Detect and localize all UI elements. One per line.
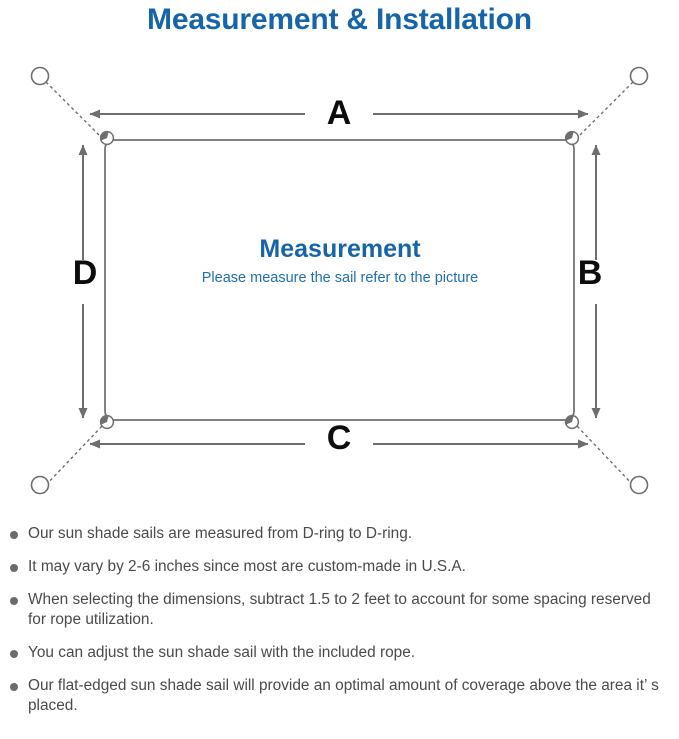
sail-outline xyxy=(104,139,575,421)
diagram-svg xyxy=(30,66,649,495)
d-ring-fill-bottom-right xyxy=(565,416,574,425)
note-item: When selecting the dimensions, subtract … xyxy=(0,590,679,630)
page-title: Measurement & Installation xyxy=(147,3,532,36)
rope-bottom-left xyxy=(45,424,104,486)
dimension-label-d: D xyxy=(72,254,98,292)
measurement-caption-title: Measurement xyxy=(259,235,421,263)
note-item: You can adjust the sun shade sail with t… xyxy=(0,643,679,663)
note-item: It may vary by 2-6 inches since most are… xyxy=(0,557,679,577)
measurement-caption: Measurement Please measure the sail refe… xyxy=(110,234,570,288)
anchor-ring-bottom-right xyxy=(629,475,649,495)
note-text: It may vary by 2-6 inches since most are… xyxy=(28,558,466,575)
rope-lines xyxy=(45,81,634,486)
notes-list: Our sun shade sails are measured from D-… xyxy=(0,524,679,729)
note-text: Our flat-edged sun shade sail will provi… xyxy=(28,677,659,714)
d-ring-fill-top-right xyxy=(565,132,574,141)
d-ring-fill-bottom-left xyxy=(100,416,109,425)
bullet-icon xyxy=(10,531,18,539)
anchor-rings xyxy=(30,66,649,495)
rope-bottom-right xyxy=(575,424,634,486)
measurement-caption-subtitle: Please measure the sail refer to the pic… xyxy=(201,270,479,286)
anchor-ring-bottom-left xyxy=(30,475,50,495)
d-ring-fills xyxy=(100,132,574,425)
note-text: You can adjust the sun shade sail with t… xyxy=(28,644,416,661)
bullet-icon xyxy=(10,650,18,658)
note-item: Our sun shade sails are measured from D-… xyxy=(0,524,679,544)
bullet-icon xyxy=(10,683,18,691)
note-item: Our flat-edged sun shade sail will provi… xyxy=(0,676,679,716)
bullet-icon xyxy=(10,597,18,605)
anchor-ring-top-right xyxy=(629,66,649,86)
measurement-diagram: A B C D Measurement Please measure the s… xyxy=(0,44,679,514)
anchor-ring-top-left xyxy=(30,66,50,86)
note-text: When selecting the dimensions, subtract … xyxy=(28,591,651,628)
d-ring-fill-top-left xyxy=(100,132,109,141)
rope-top-left xyxy=(45,81,104,140)
bullet-icon xyxy=(10,564,18,572)
dimension-label-a: A xyxy=(326,94,352,132)
rope-top-right xyxy=(575,81,634,140)
dimension-label-c: C xyxy=(326,419,352,457)
note-text: Our sun shade sails are measured from D-… xyxy=(28,525,413,542)
dimension-label-b: B xyxy=(577,254,603,292)
